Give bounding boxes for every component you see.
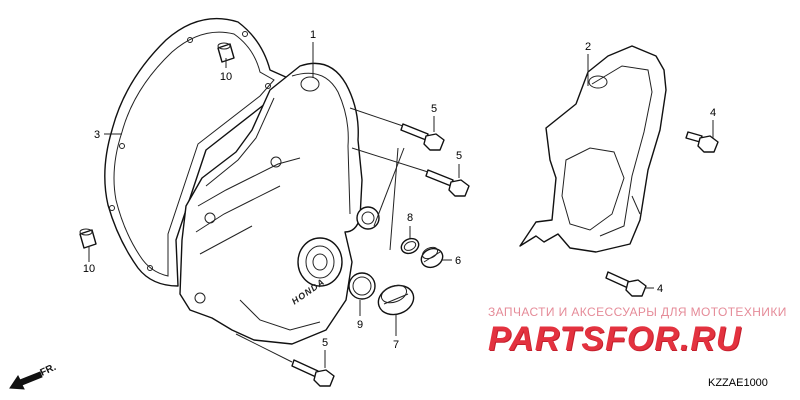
bolt-5-upper (400, 123, 445, 151)
gasket-part-3 (104, 17, 289, 287)
diagram-code: KZZAE1000 (708, 377, 768, 389)
front-direction-arrow-icon: FR. (9, 362, 58, 390)
callout-6: 6 (455, 255, 461, 267)
bolt-4-upper (685, 131, 719, 153)
dowel-pin-lower (79, 228, 97, 249)
callout-3: 3 (94, 129, 100, 141)
callout-7: 7 (393, 339, 399, 351)
sprocket-cover-part-2 (519, 45, 667, 253)
callout-10-lower: 10 (83, 263, 95, 275)
callout-5-upper: 5 (431, 103, 437, 115)
callout-9: 9 (357, 319, 363, 331)
hole-cap-part-7 (377, 284, 415, 316)
left-crankcase-cover-part-1: HONDA (179, 62, 380, 345)
leader-lines (88, 42, 714, 368)
bolt-4-lower (605, 271, 647, 297)
callouts: 1 2 3 10 10 5 5 5 4 4 6 8 9 7 (83, 29, 716, 351)
dowel-pin-upper (217, 42, 235, 63)
watermark-caption: ЗАПЧАСТИ И АКСЕССУАРЫ ДЛЯ МОТОТЕХНИКИ (488, 305, 787, 319)
callout-1: 1 (310, 29, 316, 41)
timing-hole-cap-part-6 (420, 246, 444, 269)
callout-4-upper: 4 (710, 107, 716, 119)
callout-5-lower: 5 (322, 337, 328, 349)
bolt-5-middle (425, 169, 470, 197)
o-ring-part-8 (400, 237, 420, 255)
callout-4-lower: 4 (657, 283, 663, 295)
callout-10-upper: 10 (220, 71, 232, 83)
callout-2: 2 (585, 41, 591, 53)
bolt-5-lower (291, 359, 335, 387)
callout-8: 8 (407, 212, 413, 224)
o-ring-part-9 (348, 272, 376, 300)
watermark-logo: PARTSFOR.RU (488, 320, 742, 358)
direction-label: FR. (39, 362, 58, 379)
callout-5-middle: 5 (456, 150, 462, 162)
